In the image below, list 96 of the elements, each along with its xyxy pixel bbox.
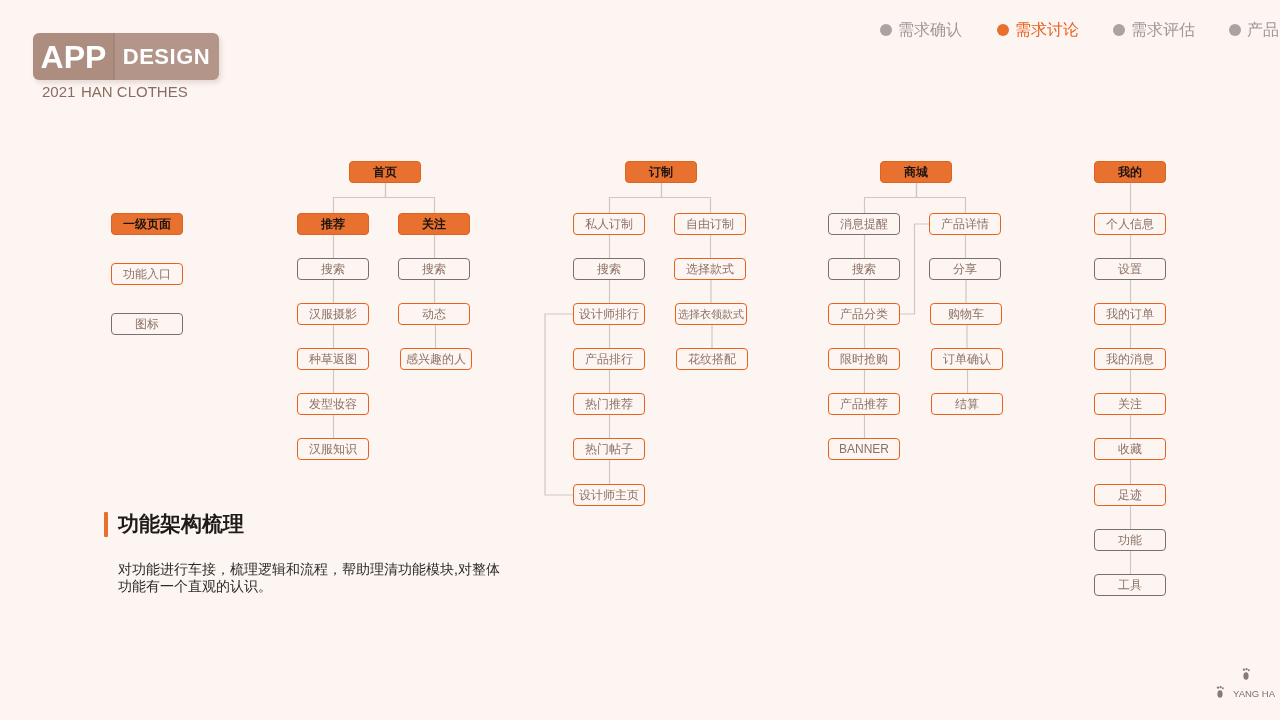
- connector-line: [384, 182, 436, 214]
- feature-box: 产品分类: [828, 303, 900, 325]
- step-label: 需求确认: [898, 21, 962, 39]
- feature-box: 我的消息: [1094, 348, 1166, 370]
- feature-box: 选择衣领款式: [675, 303, 747, 325]
- category-box: 订制: [625, 161, 697, 183]
- connector-line: [1129, 459, 1132, 485]
- feature-box: 汉服摄影: [297, 303, 369, 325]
- connector-line: [966, 369, 969, 394]
- connector-line: [1129, 279, 1132, 304]
- connector-line: [863, 369, 866, 394]
- feature-box: 收藏: [1094, 438, 1166, 460]
- connector-line: [709, 234, 712, 259]
- feature-box: 关注: [1094, 393, 1166, 415]
- feature-box: 自由订制: [674, 213, 746, 235]
- connector-line: [332, 324, 335, 349]
- feature-box: 设计师排行: [573, 303, 645, 325]
- feature-box: 产品推荐: [828, 393, 900, 415]
- feature-box: 结算: [931, 393, 1003, 415]
- connector-line: [863, 279, 866, 304]
- feature-box: 搜索: [828, 258, 900, 280]
- feature-box: 热门推荐: [573, 393, 645, 415]
- connector-line: [608, 324, 611, 349]
- connector-line: [863, 414, 866, 439]
- feature-box: 设置: [1094, 258, 1166, 280]
- connector-line: [332, 279, 335, 304]
- feature-box: 汉服知识: [297, 438, 369, 460]
- connector-line: [608, 234, 611, 259]
- feature-box: BANNER: [828, 438, 900, 460]
- connector-line: [608, 279, 611, 304]
- step-label: 需求评估: [1131, 21, 1195, 39]
- connector-line: [915, 182, 967, 214]
- feature-box: 选择款式: [674, 258, 746, 280]
- category-box: 我的: [1094, 161, 1166, 183]
- connector-line: [608, 369, 611, 394]
- connector-line: [332, 234, 335, 259]
- connector-line: [608, 459, 611, 485]
- feature-box: 购物车: [930, 303, 1002, 325]
- connector-line: [332, 369, 335, 394]
- legend-box: 图标: [111, 313, 183, 335]
- connector-line: [608, 414, 611, 439]
- feature-box: 工具: [1094, 574, 1166, 596]
- badge-title: APP: [39, 38, 108, 75]
- connector-line: [1129, 324, 1132, 349]
- feature-box: 搜索: [573, 258, 645, 280]
- feature-box: 分享: [929, 258, 1001, 280]
- feature-box: 产品详情: [929, 213, 1001, 235]
- description-text: 对功能进行车接，梳理逻辑和流程，帮助理清功能模块,对整体功能有一个直观的认识。: [118, 561, 501, 595]
- connector-line: [434, 324, 437, 349]
- feature-box: 我的订单: [1094, 303, 1166, 325]
- connector-line: [1129, 550, 1132, 575]
- feature-box: 花纹搭配: [676, 348, 748, 370]
- signature-text: YANG HA: [1233, 688, 1276, 700]
- category-box: 关注: [398, 213, 470, 235]
- legend-box: 功能入口: [111, 263, 183, 285]
- feature-box: 搜索: [398, 258, 470, 280]
- connector-line: [1129, 182, 1132, 214]
- feature-box: 功能: [1094, 529, 1166, 551]
- category-box: 推荐: [297, 213, 369, 235]
- connector-line: [1129, 505, 1132, 530]
- feature-box: 搜索: [297, 258, 369, 280]
- subtitle-text: 2021: [42, 83, 76, 101]
- feature-box: 感兴趣的人: [400, 348, 472, 370]
- step-label: 需求讨论: [1015, 21, 1079, 39]
- connector-line: [1129, 369, 1132, 394]
- feature-box: 设计师主页: [573, 484, 645, 506]
- connector-line: [899, 223, 930, 315]
- feature-box: 足迹: [1094, 484, 1166, 506]
- connector-line: [544, 313, 574, 496]
- connector-line: [1129, 234, 1132, 259]
- feature-box: 产品排行: [573, 348, 645, 370]
- feature-box: 限时抢购: [828, 348, 900, 370]
- badge-subtitle: DESIGN: [121, 43, 212, 70]
- feature-box: 热门帖子: [573, 438, 645, 460]
- feature-box: 种草返图: [297, 348, 369, 370]
- connector-line: [332, 414, 335, 439]
- feature-box: 个人信息: [1094, 213, 1166, 235]
- category-box: 商城: [880, 161, 952, 183]
- connector-line: [863, 234, 866, 259]
- connector-line: [433, 279, 436, 304]
- feature-box: 动态: [398, 303, 470, 325]
- feature-box: 订单确认: [931, 348, 1003, 370]
- title-badge: [33, 33, 219, 80]
- feature-box: 私人订制: [573, 213, 645, 235]
- section-title: 功能架构梳理: [118, 511, 244, 537]
- connector-line: [660, 182, 712, 214]
- connector-line: [433, 234, 436, 259]
- connector-line: [964, 234, 967, 259]
- step-label: 产品: [1247, 21, 1279, 39]
- legend-box: 一级页面: [111, 213, 183, 235]
- connector-line: [863, 324, 866, 349]
- connector-line: [1129, 414, 1132, 439]
- subtitle-text: HAN CLOTHES: [81, 83, 188, 101]
- feature-box: 发型妆容: [297, 393, 369, 415]
- category-box: 首页: [349, 161, 421, 183]
- feature-box: 消息提醒: [828, 213, 900, 235]
